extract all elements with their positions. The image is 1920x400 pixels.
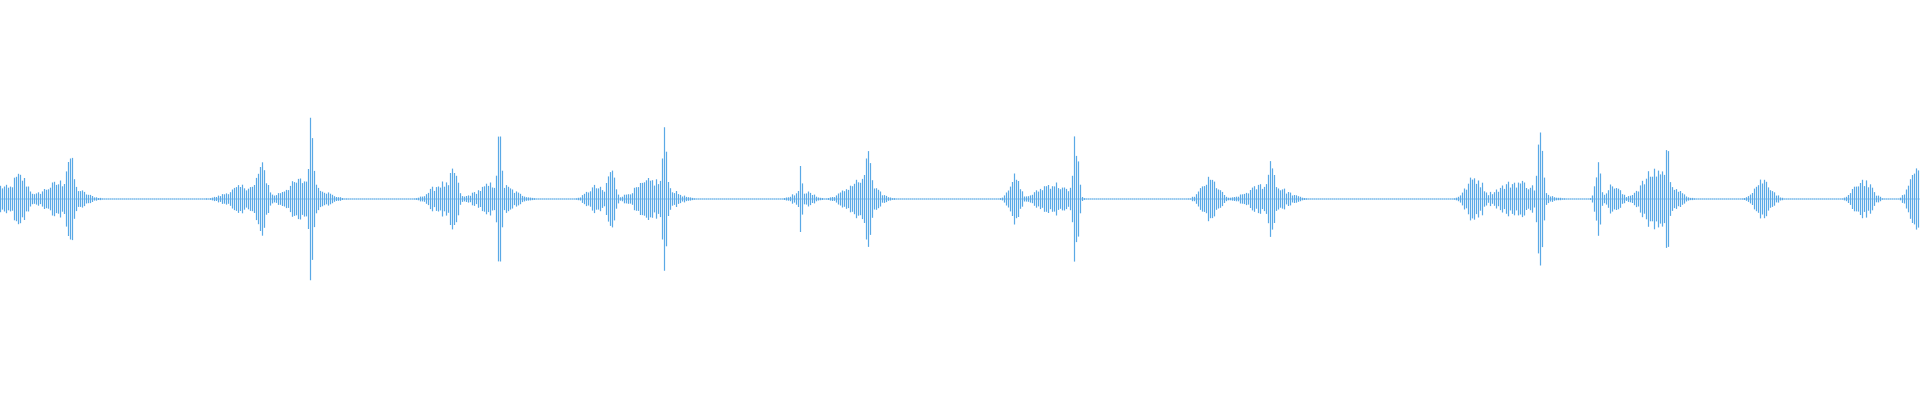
waveform-bars [0,117,1920,281]
